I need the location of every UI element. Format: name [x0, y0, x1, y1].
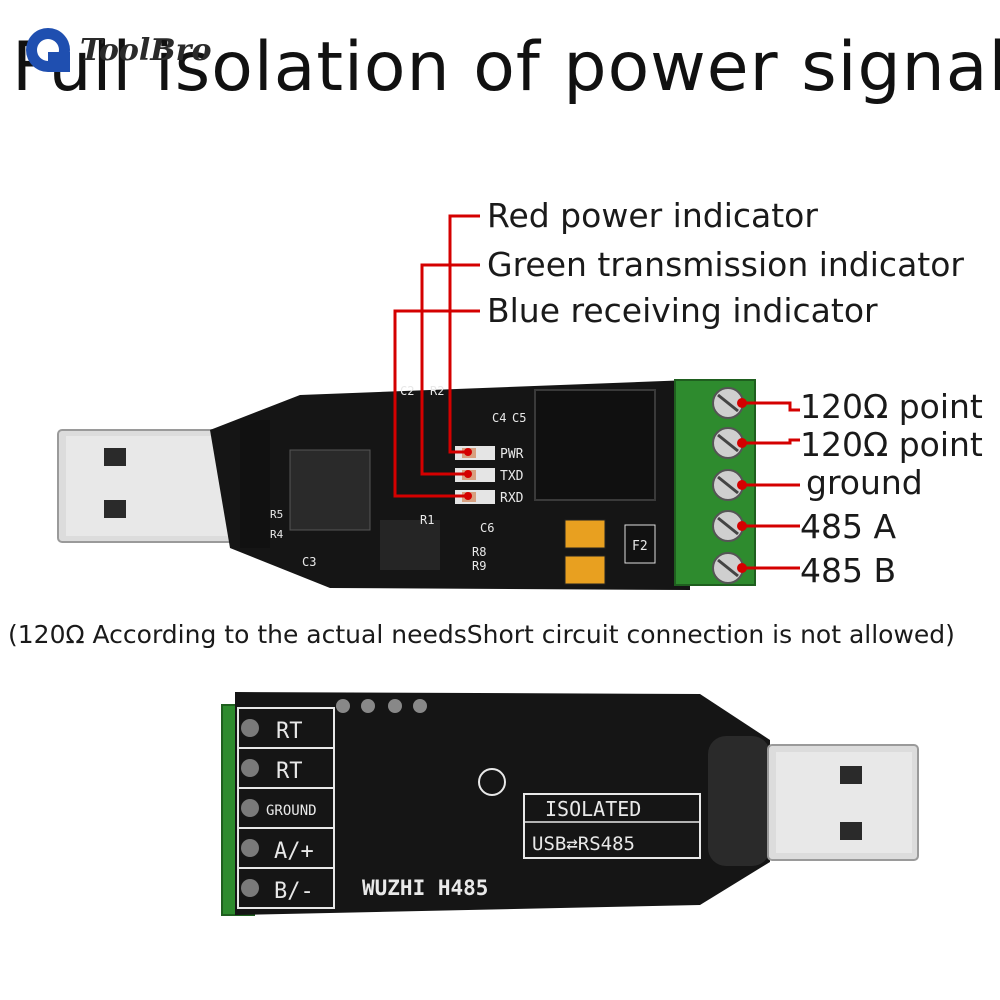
usb-hole — [840, 766, 862, 784]
brand-logo: ToolBro — [26, 28, 211, 72]
model-name: WUZHI H485 — [362, 876, 488, 900]
label-red-power: Red power indicator — [487, 196, 818, 235]
silk-c5: C5 — [512, 411, 526, 425]
ic-chip — [289, 449, 371, 531]
label-485-b: 485 B — [800, 551, 897, 590]
headline: Full isolation of power signal — [12, 28, 1000, 107]
silk-r8: R8 — [472, 545, 486, 559]
silk-rxd: RXD — [500, 491, 524, 506]
silk-r2: R2 — [430, 384, 444, 398]
usage-note: (120Ω According to the actual needsShort… — [8, 620, 955, 649]
usb-hole — [104, 500, 126, 518]
pcb-logo-icon — [478, 768, 506, 796]
isolation-module — [534, 389, 656, 501]
fuse — [564, 519, 606, 549]
silk-pwr: PWR — [500, 447, 524, 462]
silk-r1: R1 — [420, 513, 434, 527]
silk-c2: C2 — [400, 384, 414, 398]
solder-area — [708, 736, 770, 866]
isolated-subtitle: USB⇄RS485 — [532, 833, 635, 855]
fuse — [564, 555, 606, 585]
label-485-a: 485 A — [800, 507, 897, 546]
silk-r5: R5 — [270, 508, 283, 521]
label-ground: ground — [806, 463, 923, 502]
label-blue-receiving: Blue receiving indicator — [487, 291, 878, 330]
label-120-point-2: 120Ω point — [800, 425, 983, 464]
back-label-rt-1: RT — [276, 719, 303, 744]
label-120-point-1: 120Ω point — [800, 387, 983, 426]
pcb-back — [235, 692, 770, 915]
silk-f2: F2 — [632, 539, 648, 554]
label-green-transmission: Green transmission indicator — [487, 245, 964, 284]
silk-r4: R4 — [270, 528, 284, 541]
back-label-b: B/- — [274, 879, 314, 904]
back-label-a: A/+ — [274, 839, 314, 864]
logo-text: ToolBro — [80, 33, 211, 68]
silk-txd: TXD — [500, 469, 524, 484]
indicator-callouts — [393, 214, 480, 498]
ic-chip — [380, 520, 440, 570]
usb-hole — [104, 448, 126, 466]
usb-hole — [840, 822, 862, 840]
back-label-ground: GROUND — [266, 803, 317, 819]
silk-c6: C6 — [480, 521, 494, 535]
back-label-rt-2: RT — [276, 759, 303, 784]
isolated-title: ISOLATED — [545, 797, 641, 821]
silk-c3: C3 — [302, 555, 316, 569]
silk-r9: R9 — [472, 559, 486, 573]
silk-c4: C4 — [492, 411, 506, 425]
terminal-callouts — [740, 401, 800, 570]
isolated-box — [523, 793, 701, 859]
